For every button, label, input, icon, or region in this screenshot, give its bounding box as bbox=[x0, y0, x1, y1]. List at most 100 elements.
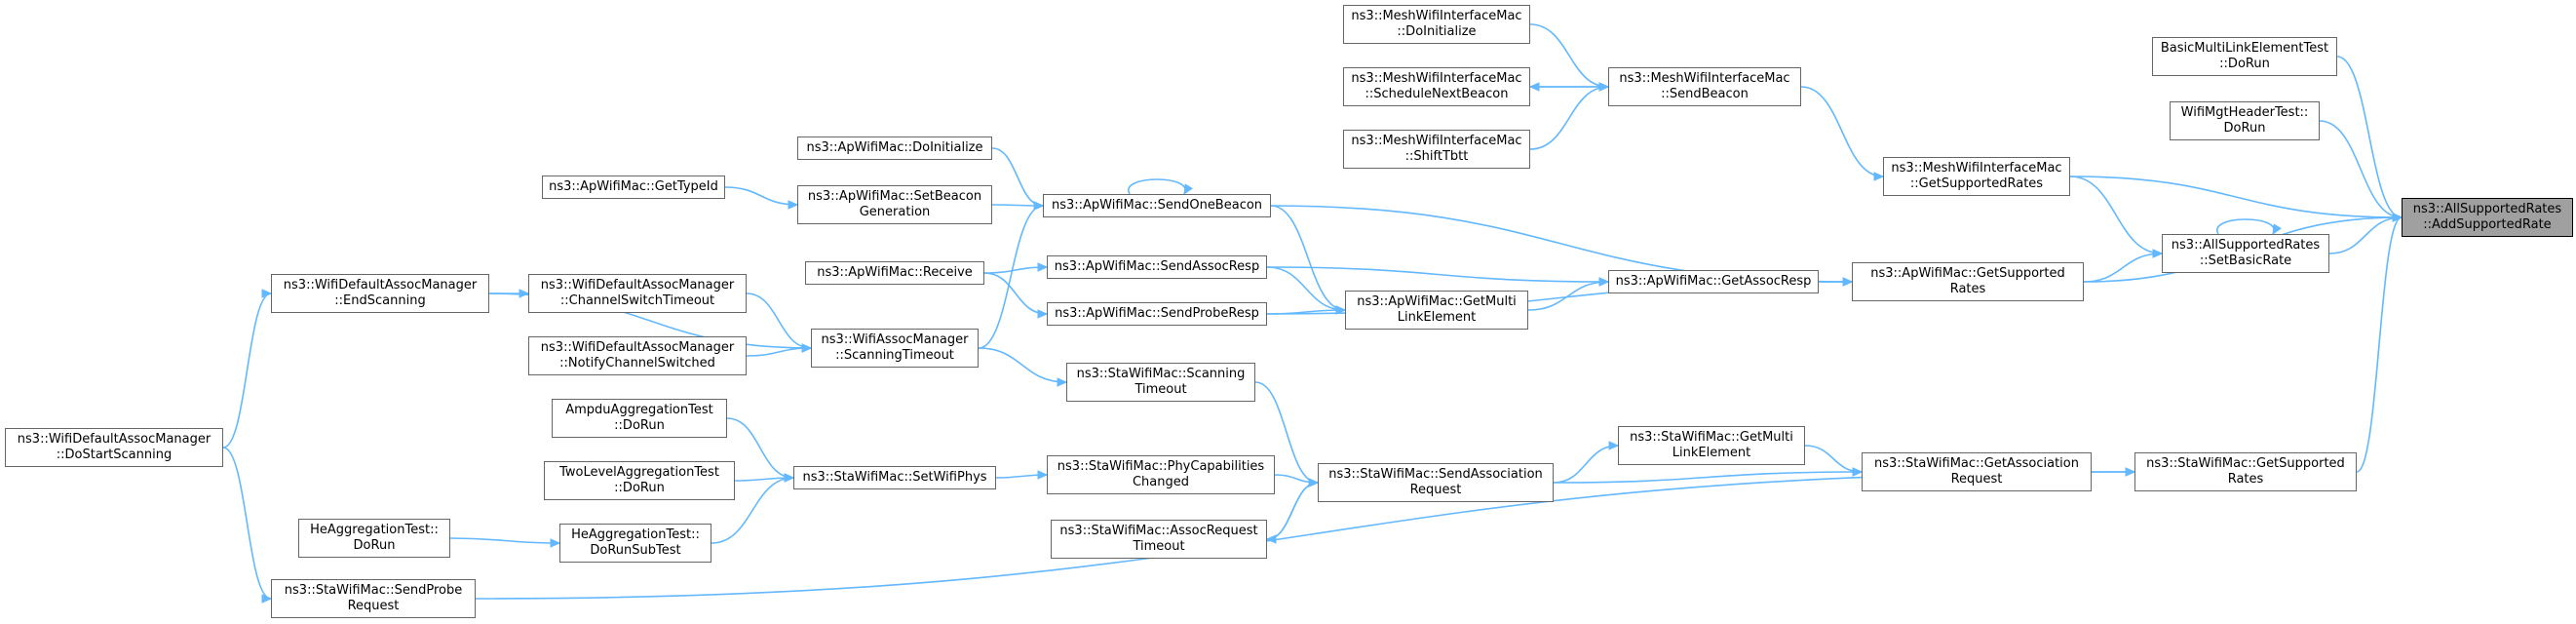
edge-ap_sendonebeacon-to-ap_sendonebeacon bbox=[1128, 178, 1186, 195]
node-label-line: ns3::MeshWifiInterfaceMac bbox=[1619, 71, 1790, 86]
node-label-line: ns3::MeshWifiInterfaceMac bbox=[1351, 71, 1522, 86]
edge-wifimgt-to-root bbox=[2319, 120, 2403, 218]
node-ap-sendproberesp[interactable]: ns3::ApWifiMac::SendProbeResp bbox=[1047, 302, 1267, 326]
node-wifimgt[interactable]: WifiMgtHeaderTest::DoRun bbox=[2170, 101, 2320, 140]
node-label-line: ns3::ApWifiMac::SendProbeResp bbox=[1055, 306, 1259, 321]
node-label-line: Rates bbox=[2227, 472, 2264, 487]
node-ap-getassocresp[interactable]: ns3::ApWifiMac::GetAssocResp bbox=[1608, 270, 1819, 293]
edge-def_dostart-to-def_endscan bbox=[222, 292, 272, 448]
node-label-line: Request bbox=[1409, 483, 1462, 497]
edge-mesh_shift-to-mesh_sendbeacon bbox=[1529, 86, 1609, 150]
edge-ap_getsupported-to-setbasicrate-arrowhead bbox=[2152, 249, 2164, 258]
node-label-line: AmpduAggregationTest bbox=[565, 403, 713, 417]
edge-def_endscan-to-def_chanswitch-arrowhead bbox=[519, 289, 530, 298]
node-he-dorun[interactable]: HeAggregationTest::DoRun bbox=[298, 519, 450, 558]
node-label-line: ns3::StaWifiMac::SetWifiPhys bbox=[802, 470, 987, 485]
node-assoc-scantimeout[interactable]: ns3::WifiAssocManager::ScanningTimeout bbox=[811, 329, 979, 368]
edge-mesh_sendbeacon-to-mesh_getsupported bbox=[1800, 86, 1884, 177]
node-ap-receive[interactable]: ns3::ApWifiMac::Receive bbox=[805, 261, 984, 285]
node-label-line: LinkElement bbox=[1672, 446, 1751, 460]
node-label-line: ::DoRun bbox=[2219, 57, 2270, 71]
node-twolevel[interactable]: TwoLevelAggregationTest::DoRun bbox=[544, 461, 735, 500]
edge-sta_sendassocreq-to-sta_assocreqtimeout-arrowhead bbox=[1265, 534, 1277, 544]
node-label-line: ns3::ApWifiMac::Receive bbox=[817, 265, 973, 280]
node-setbasicrate[interactable]: ns3::AllSupportedRates::SetBasicRate bbox=[2162, 234, 2329, 273]
edge-assoc_scantimeout-to-ap_sendonebeacon-arrowhead bbox=[1033, 201, 1045, 211]
node-ampdu[interactable]: AmpduAggregationTest::DoRun bbox=[552, 399, 727, 438]
node-label-line: ns3::StaWifiMac::PhyCapabilities bbox=[1057, 459, 1265, 474]
node-def-endscan[interactable]: ns3::WifiDefaultAssocManager::EndScannin… bbox=[271, 274, 489, 313]
node-label-line: ns3::StaWifiMac::GetAssociation bbox=[1873, 456, 2079, 471]
edge-ap_sendproberesp-to-ap_getsupported-arrowhead bbox=[1842, 277, 1854, 287]
edge-ap_getmulti-to-ap_getassocresp bbox=[1527, 281, 1609, 311]
node-label-line: ns3::WifiAssocManager bbox=[821, 332, 969, 347]
node-label-line: ::DoRun bbox=[614, 418, 665, 433]
node-label-line: Request bbox=[347, 599, 400, 613]
edge-ap_sendassocresp-to-ap_getassocresp bbox=[1266, 266, 1609, 283]
node-ap-sendassocresp[interactable]: ns3::ApWifiMac::SendAssocResp bbox=[1047, 255, 1267, 279]
node-label-line: ns3::WifiDefaultAssocManager bbox=[540, 278, 735, 292]
node-label-line: ::GetSupportedRates bbox=[1909, 176, 2044, 191]
edge-assoc_scantimeout-to-ap_sendonebeacon bbox=[978, 205, 1044, 349]
edge-sta_getsupported-to-root-arrowhead bbox=[2392, 213, 2403, 222]
node-label-line: ns3::ApWifiMac::SetBeacon bbox=[807, 189, 982, 204]
edge-ampdu-to-sta_setwifiphys bbox=[726, 417, 794, 479]
node-ap-sendonebeacon[interactable]: ns3::ApWifiMac::SendOneBeacon bbox=[1043, 194, 1271, 217]
node-sta-setwifiphys[interactable]: ns3::StaWifiMac::SetWifiPhys bbox=[793, 466, 996, 489]
edge-ap_sendonebeacon-self-arrowhead bbox=[1183, 183, 1193, 196]
node-mesh-doinit[interactable]: ns3::MeshWifiInterfaceMac::DoInitialize bbox=[1343, 5, 1530, 44]
node-label-line: ns3::ApWifiMac::GetSupported bbox=[1870, 266, 2065, 281]
edge-def_dostart-to-sta_sendprobe-arrowhead bbox=[261, 594, 273, 604]
node-label-line: ns3::ApWifiMac::GetAssocResp bbox=[1615, 274, 1812, 289]
node-def-dostart[interactable]: ns3::WifiDefaultAssocManager::DoStartSca… bbox=[5, 428, 223, 467]
edge-sta_sendassocreq-to-sta_getassocreq bbox=[1553, 471, 1863, 484]
node-label-line: ns3::MeshWifiInterfaceMac bbox=[1351, 134, 1522, 148]
edge-ap_getsupported-to-setbasicrate bbox=[2083, 253, 2163, 283]
edge-ap_gettypeid-to-ap_setbeacon-arrowhead bbox=[788, 200, 799, 210]
edge-assoc_scantimeout-to-sta_scantimeout-arrowhead bbox=[1057, 377, 1068, 387]
node-label-line: Timeout bbox=[1134, 382, 1187, 397]
node-label-line: ns3::AllSupportedRates bbox=[2412, 202, 2562, 216]
edge-assoc_scantimeout-to-sta_scantimeout bbox=[978, 347, 1067, 383]
edge-def_chanswitch-to-assoc_scantimeout bbox=[746, 292, 812, 349]
node-label-line: ns3::WifiDefaultAssocManager bbox=[17, 432, 211, 447]
node-label-line: TwoLevelAggregationTest bbox=[559, 465, 719, 480]
node-mesh-sendbeacon[interactable]: ns3::MeshWifiInterfaceMac::SendBeacon bbox=[1608, 67, 1801, 106]
edge-he_dorun-to-he_dorunsub-arrowhead bbox=[550, 538, 561, 548]
edge-ap_gettypeid-to-ap_setbeacon bbox=[724, 186, 798, 206]
node-label-line: ns3::ApWifiMac::GetTypeId bbox=[549, 179, 718, 194]
node-label-line: ::EndScanning bbox=[334, 293, 426, 308]
node-mesh-shift[interactable]: ns3::MeshWifiInterfaceMac::ShiftTbtt bbox=[1343, 130, 1530, 169]
node-label-line: ns3::WifiDefaultAssocManager bbox=[283, 278, 478, 292]
node-mesh-getsupported[interactable]: ns3::MeshWifiInterfaceMac::GetSupportedR… bbox=[1883, 157, 2070, 196]
edge-sta_getmulti-to-sta_getassocreq-arrowhead bbox=[1852, 467, 1864, 477]
node-ap-doinit[interactable]: ns3::ApWifiMac::DoInitialize bbox=[797, 136, 992, 160]
node-label-line: ::DoStartScanning bbox=[56, 448, 173, 462]
node-label-line: ::DoRun bbox=[614, 481, 665, 495]
edge-mesh_doinit-to-mesh_sendbeacon bbox=[1529, 23, 1609, 88]
node-basicmulti[interactable]: BasicMultiLinkElementTest::DoRun bbox=[2152, 37, 2337, 76]
node-label-line: ::ScanningTimeout bbox=[835, 348, 954, 363]
edge-sta_setwifiphys-to-sta_phycap-arrowhead bbox=[1037, 470, 1049, 480]
edge-setbasicrate-to-setbasicrate bbox=[2216, 218, 2275, 235]
edge-def_notify-to-assoc_scantimeout bbox=[746, 347, 812, 357]
node-ap-gettypeid[interactable]: ns3::ApWifiMac::GetTypeId bbox=[542, 176, 725, 199]
node-def-notify[interactable]: ns3::WifiDefaultAssocManager::NotifyChan… bbox=[528, 336, 747, 375]
node-def-chanswitch[interactable]: ns3::WifiDefaultAssocManager::ChannelSwi… bbox=[528, 274, 747, 313]
node-label-line: ns3::ApWifiMac::GetMulti bbox=[1357, 294, 1517, 309]
node-label-line: Changed bbox=[1132, 475, 1190, 489]
node-he-dorunsub[interactable]: HeAggregationTest::DoRunSubTest bbox=[559, 524, 711, 563]
node-mesh-schedule[interactable]: ns3::MeshWifiInterfaceMac::ScheduleNextB… bbox=[1343, 67, 1530, 106]
edge-ap_sendproberesp-to-ap_getmulti-arrowhead bbox=[1335, 305, 1347, 315]
